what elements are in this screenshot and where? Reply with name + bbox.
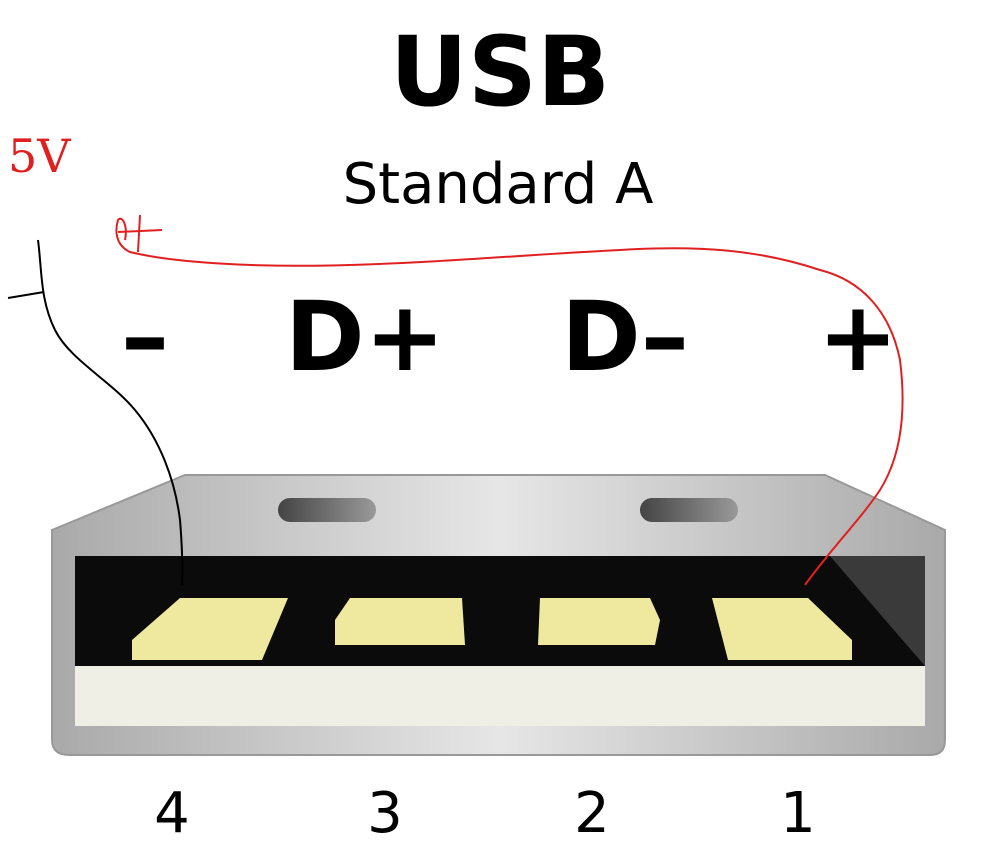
- pin-label-ground: –: [121, 281, 169, 393]
- pin-3-contact: [335, 598, 465, 645]
- pin-number-1: 1: [780, 781, 816, 846]
- positive-wire: [115, 217, 904, 586]
- shell-hole: [278, 498, 376, 522]
- pin-number-2: 2: [574, 781, 610, 846]
- pin-number-3: 3: [367, 781, 403, 846]
- pin-label-vbus: +: [818, 281, 898, 393]
- pin-label-data-plus: D+: [285, 281, 445, 393]
- title: USB: [390, 16, 610, 128]
- pin-4-contact: [132, 598, 288, 660]
- voltage-annotation: 5V: [8, 129, 71, 183]
- shell-hole: [640, 498, 738, 522]
- negative-wire: [37, 239, 184, 586]
- pin-1-contact: [712, 598, 852, 660]
- plastic-tongue: [75, 666, 925, 726]
- pin-number-4: 4: [154, 781, 190, 846]
- subtitle: Standard A: [343, 152, 654, 217]
- positive-mark: [117, 214, 163, 253]
- negative-mark: [7, 291, 45, 299]
- usb-connector: [51, 474, 946, 756]
- pin-2-contact: [538, 598, 660, 645]
- pin-label-data-minus: D–: [561, 281, 689, 393]
